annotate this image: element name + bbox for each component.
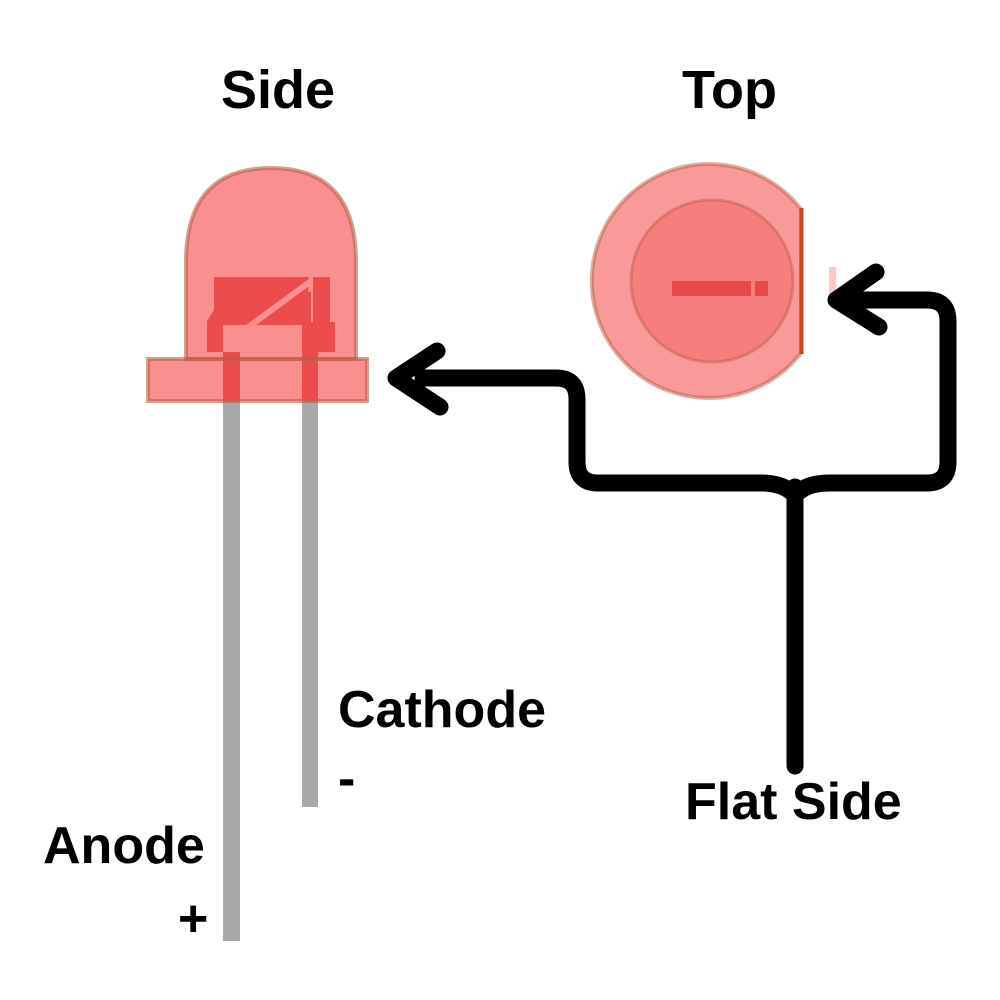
side-view: Side — [146, 60, 369, 941]
anode-lead — [223, 352, 240, 941]
anode-label: Anode — [43, 817, 205, 875]
top-view-title: Top — [682, 60, 777, 120]
led-flange — [146, 357, 369, 403]
polarity-bar — [672, 281, 751, 296]
top-view: Top — [589, 60, 836, 400]
arrow-shaft-to-side-view — [414, 369, 799, 500]
plus-symbol: + — [178, 890, 208, 948]
annotation-arrows — [387, 263, 957, 775]
arrowhead-left-icon — [387, 342, 449, 416]
labels: Cathode - Anode + Flat Side — [43, 681, 902, 948]
flat-edge-artifact — [829, 267, 836, 298]
polarity-bar-dot — [755, 281, 768, 296]
flat-side-label: Flat Side — [685, 773, 902, 831]
cathode-label: Cathode — [338, 681, 546, 739]
cathode-lead — [302, 352, 318, 807]
side-view-title: Side — [221, 60, 335, 120]
arrow-shaft-to-top-view — [791, 291, 957, 500]
minus-symbol: - — [338, 750, 355, 808]
arrowhead-right-icon — [827, 263, 888, 336]
led-dome — [184, 165, 358, 361]
